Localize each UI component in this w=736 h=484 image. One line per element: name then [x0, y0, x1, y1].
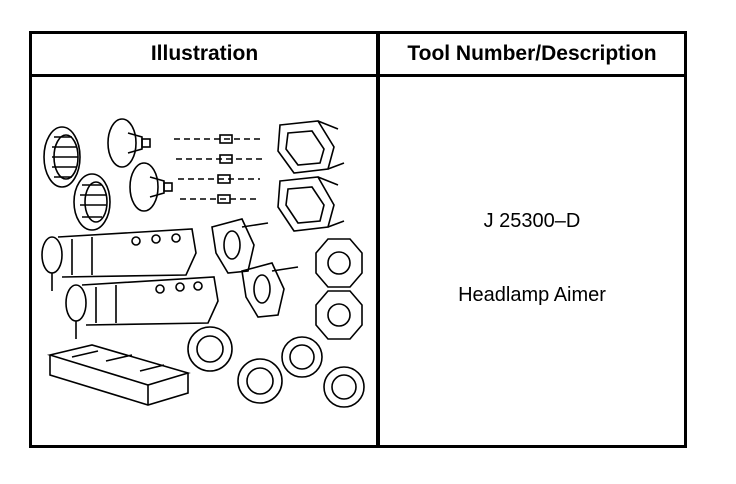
- header-divider: [32, 74, 684, 77]
- headlamp-aimer-kit-illustration: [32, 77, 376, 445]
- aimer-body-icon: [65, 276, 219, 339]
- octagon-adapter-icon: [315, 238, 363, 288]
- header-illustration: Illustration: [150, 42, 259, 65]
- carrying-case-icon: [46, 344, 191, 406]
- suction-cup-icon: [107, 118, 151, 168]
- adapter-bracket-icon: [277, 120, 345, 174]
- aimer-disc-icon: [73, 173, 111, 231]
- tool-number: J 25300–D: [483, 210, 581, 232]
- tool-description: Headlamp Aimer: [458, 284, 606, 306]
- adapter-ring-icon: [281, 336, 323, 378]
- octagon-adapter-icon: [315, 290, 363, 340]
- aimer-body-icon: [41, 228, 197, 291]
- adapter-ring-icon: [187, 326, 233, 372]
- tool-table: Illustration Tool Number/Description: [29, 31, 687, 448]
- adapter-pins-icon: [174, 138, 262, 200]
- aimer-disc-icon: [43, 126, 81, 188]
- sight-level-icon: [211, 218, 269, 274]
- adapter-bracket-icon: [277, 176, 345, 232]
- header-tool-description: Tool Number/Description: [407, 42, 657, 65]
- adapter-pin-heads-icon: [217, 134, 233, 204]
- adapter-ring-icon: [323, 366, 365, 408]
- suction-cup-icon: [129, 162, 173, 212]
- sight-level-icon: [241, 262, 299, 318]
- adapter-ring-icon: [237, 358, 283, 404]
- column-divider: [376, 34, 380, 445]
